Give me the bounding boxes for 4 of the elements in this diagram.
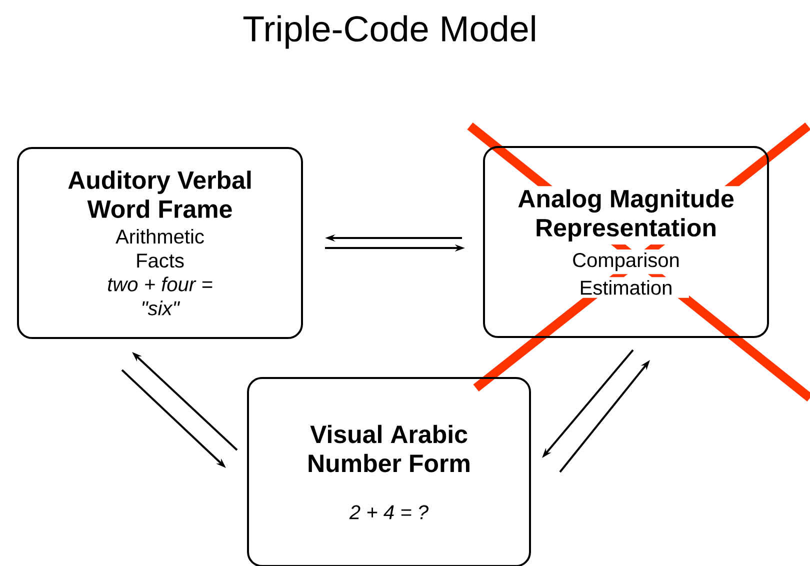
process-box: Auditory Verbal Word Frame Arithmetic Facts two + four = "six": [17, 147, 303, 339]
process-box: Analog Magnitude Representation Comparison Estimation: [483, 146, 769, 338]
title: Triple-Code Model: [243, 15, 535, 49]
process-box: Visual Arabic Number Form 2 + 4 = ?: [247, 377, 531, 566]
